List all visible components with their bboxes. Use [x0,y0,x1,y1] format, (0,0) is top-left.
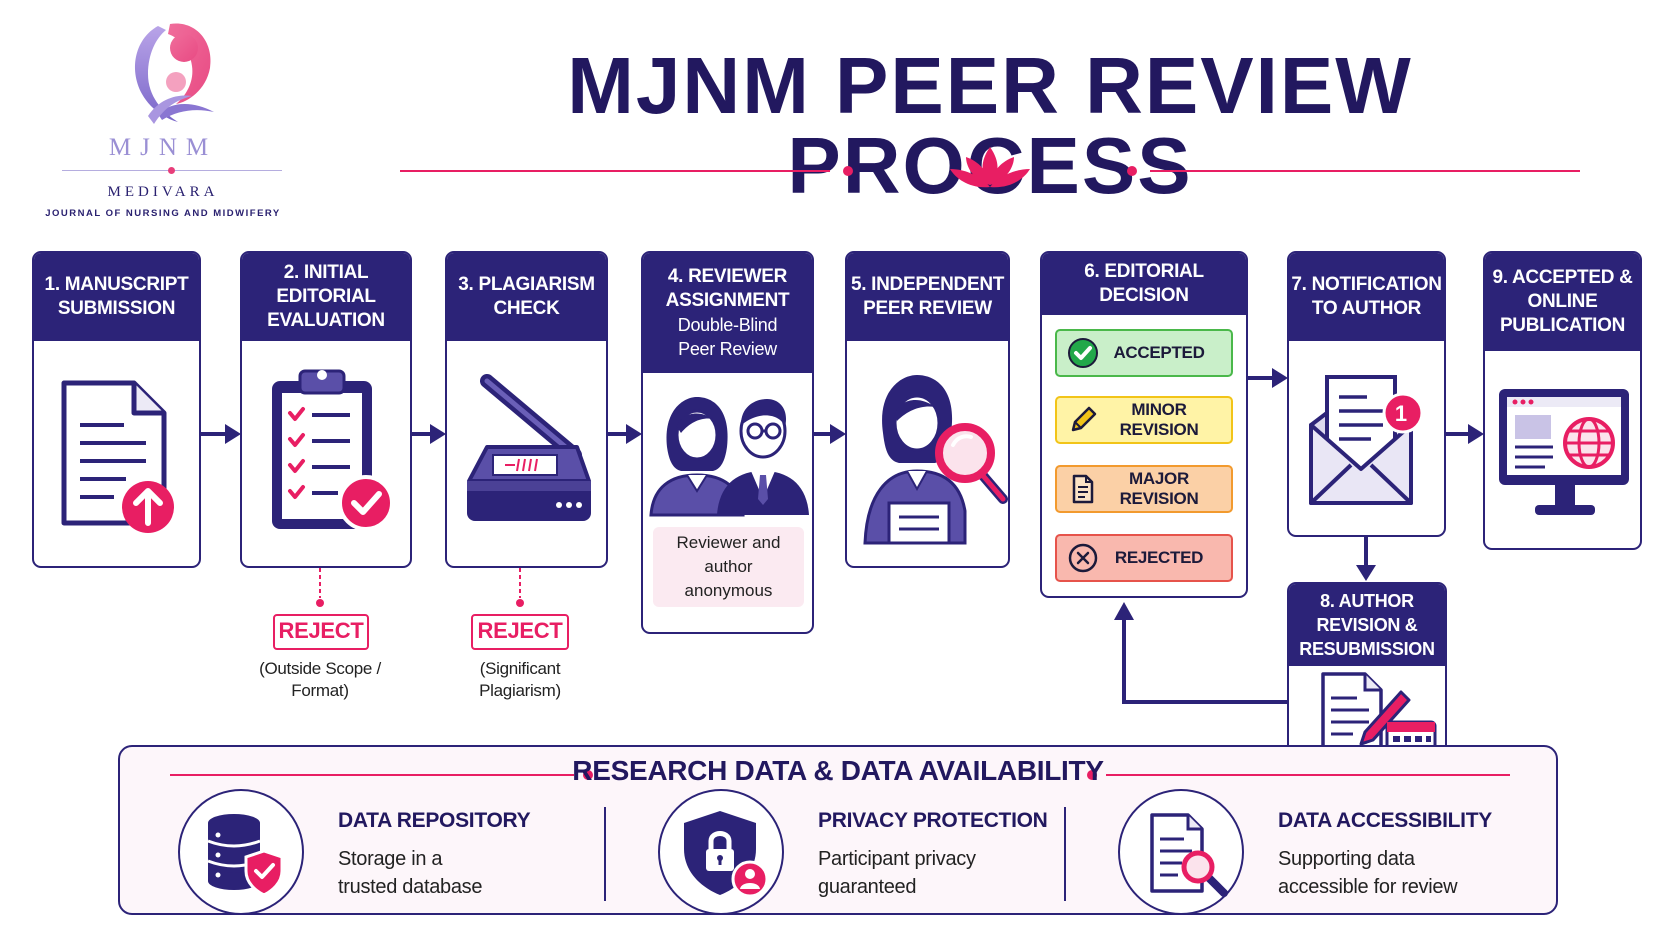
item-line: Supporting data [1278,848,1415,870]
panel-divider [604,807,606,901]
pencil-icon [1067,404,1099,436]
monitor-globe-icon [1499,389,1629,515]
step-title: 2. INITIAL EDITORIAL EVALUATION [242,253,410,341]
item-line: guaranteed [818,876,917,898]
envelope-notification-icon [1309,375,1424,505]
privacy-protection-item: PRIVACY PROTECTION Participant privacy g… [658,783,1078,915]
anonymity-note: Reviewer and author anonymous [653,527,804,607]
step-card-reviewer-assignment: 4. REVIEWER ASSIGNMENT Double-Blind Peer… [641,251,814,634]
page-title: MJNM PEER REVIEW PROCESS [567,41,1413,206]
resubmission-loop-arrow [1114,602,1288,704]
step-title: 6. EDITORIAL DECISION [1042,253,1246,315]
decision-major-revision: MAJOR REVISION [1055,465,1233,513]
step-card-independent-review: 5. INDEPENDENT PEER REVIEW [845,251,1010,568]
logo-subtitle: JOURNAL OF NURSING AND MIDWIFERY [45,208,281,219]
item-description: Participant privacy guaranteed [818,845,976,901]
item-title: DATA ACCESSIBILITY [1278,809,1492,832]
shield-lock-icon [684,811,769,898]
step-title: 8. AUTHOR REVISION & RESUBMISSION [1289,584,1445,666]
flow-arrow [201,424,241,444]
step-subtitle: Double-Blind Peer Review [677,315,778,359]
decision-label: MINOR REVISION [1119,400,1199,439]
journal-logo: MJNM MEDIVARA JOURNAL OF NURSING AND MID… [18,12,308,227]
step-title: 5. INDEPENDENT PEER REVIEW [847,253,1008,341]
data-repository-item: DATA REPOSITORY Storage in a trusted dat… [178,783,598,915]
item-description: Storage in a trusted database [338,845,483,901]
panel-divider [1064,807,1066,901]
step-header: 4. REVIEWER ASSIGNMENT Double-Blind Peer… [643,253,812,373]
step-card-notification: 7. NOTIFICATION TO AUTHOR 1 [1287,251,1446,537]
flow-arrow [608,424,642,444]
item-line: Storage in a [338,848,443,870]
check-circle-icon [1067,337,1099,369]
panel-title: RESEARCH DATA & DATA AVAILABILITY [572,755,1104,786]
item-line: Participant privacy [818,848,976,870]
anonymity-note-text: Reviewer and author anonymous [676,533,781,600]
data-accessibility-item: DATA ACCESSIBILITY Supporting data acces… [1118,783,1538,915]
reject-note-line: (Outside Scope / [259,659,381,678]
flow-arrow [1446,424,1484,444]
flow-arrow [1248,368,1288,388]
step-card-plagiarism-check: 3. PLAGIARISM CHECK [445,251,608,568]
icon-circle [658,789,784,915]
step-card-author-revision: 8. AUTHOR REVISION & RESUBMISSION [1287,582,1447,763]
reject-note-line: (Significant [479,659,561,678]
notification-badge-count: 1 [1394,401,1408,426]
flow-arrow [412,424,446,444]
reject-note-line: Plagiarism) [479,681,561,700]
reject-badge: REJECT [471,614,569,650]
reviewer-magnifier-icon [863,375,1008,545]
step-card-editorial-decision: 6. EDITORIAL DECISION ACCEPTED MINOR REV… [1040,251,1248,598]
reject-connector [516,568,524,607]
clipboard-checklist-icon [272,369,394,531]
flow-arrow-down [1356,537,1376,581]
flow-arrow [814,424,846,444]
document-icon [1067,473,1099,505]
decision-minor-revision: MINOR REVISION [1055,396,1233,444]
step-title: 3. PLAGIARISM CHECK [447,253,606,341]
reject-connector [316,568,324,607]
scanner-icon [467,374,591,521]
step-card-submission: 1. MANUSCRIPT SUBMISSION [32,251,201,568]
database-shield-icon [207,814,284,897]
document-search-icon [1150,813,1228,897]
reject-note: (Outside Scope / Format) [240,658,400,702]
logo-divider-dot [168,167,175,174]
reject-note-line: Format) [291,681,349,700]
mother-child-logo-icon [135,23,214,124]
lotus-divider-icon [400,147,1580,188]
reject-badge: REJECT [273,614,369,650]
decision-label: ACCEPTED [1113,343,1205,362]
logo-acronym: MJNM [108,134,218,161]
icon-circle [1118,789,1244,915]
step-card-initial-evaluation: 2. INITIAL EDITORIAL EVALUATION [240,251,412,568]
decision-accepted: ACCEPTED [1055,329,1233,377]
reviewers-icon [649,397,809,517]
step-title: 7. NOTIFICATION TO AUTHOR [1289,253,1444,341]
logo-name: MEDIVARA [107,184,219,200]
item-title: PRIVACY PROTECTION [818,809,1048,832]
decision-label: REJECTED [1114,548,1204,567]
step-title: 4. REVIEWER ASSIGNMENT [665,266,790,311]
icon-circle [178,789,304,915]
document-upload-icon [61,380,174,533]
reject-note: (Significant Plagiarism) [445,658,595,702]
decision-rejected: REJECTED [1055,534,1233,582]
step-title: 1. MANUSCRIPT SUBMISSION [34,253,199,341]
item-description: Supporting data accessible for review [1278,845,1458,901]
research-data-panel: RESEARCH DATA & DATA AVAILABILITY DATA R… [118,745,1558,915]
step-card-publication: 9. ACCEPTED & ONLINE PUBLICATION [1483,251,1642,550]
x-circle-icon [1067,542,1099,574]
panel-title-divider [170,770,1510,780]
item-title: DATA REPOSITORY [338,809,531,832]
item-line: accessible for review [1278,876,1458,898]
step-title: 9. ACCEPTED & ONLINE PUBLICATION [1485,253,1640,351]
item-line: trusted database [338,876,483,898]
decision-label: MAJOR REVISION [1119,469,1199,508]
